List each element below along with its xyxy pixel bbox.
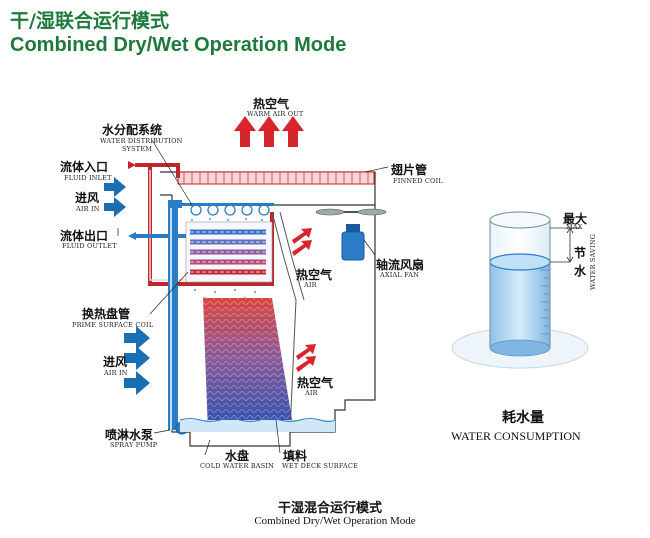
max-label-en: MAX [566,223,583,231]
caption-en: Combined Dry/Wet Operation Mode [254,515,416,527]
air-in-bottom-arrows [124,326,150,395]
warm-air-out-label-en: WARM AIR OUT [247,110,304,118]
page-title-cn: 干/湿联合运行模式 [10,10,169,32]
water-saving-label-cn2: 水 [574,264,587,278]
wet-deck-fill [203,298,294,432]
cold-water-basin-label-cn: 水盘 [225,449,250,463]
water-saving-label-en: WATER SAVING [589,233,597,290]
max-label-cn: 最大 [563,212,588,226]
finned-coil [177,171,375,185]
internal-air-arrows [292,228,316,372]
inner-drift-panel [271,211,305,433]
fluid-outlet-label-cn: 流体出口 [60,229,109,243]
wet-deck-label-en: WET DECK SURFACE [282,462,359,470]
wet-deck-label-cn: 填料 [283,449,308,463]
prime-surface-coil [185,221,273,283]
finned-coil-label-en: FINNED COIL [393,177,443,185]
fluid-outlet-label-en: FLUID OUTLET [62,242,117,250]
spray-pump-label-cn: 喷淋水泵 [105,428,154,442]
water-consumption-title-cn: 耗水量 [502,410,544,426]
air-lower-label-en: AIR [305,389,318,397]
air-in-top-arrows [104,177,126,217]
air-in-top-label-cn: 进风 [75,191,100,205]
leader-lines [117,139,389,456]
caption-cn: 干湿混合运行模式 [277,501,382,516]
finned-coil-label-cn: 翅片管 [391,163,428,177]
air-in-bottom-label-cn: 进风 [103,355,128,369]
prime-surface-coil-label-cn: 换热盘管 [82,307,131,321]
fluid-inlet-arrow-head [128,161,136,169]
fluid-outlet-arrow-head [128,232,136,240]
water-cylinder [451,211,589,369]
cold-water-basin-water [179,418,336,432]
axial-fan [315,208,387,261]
water-consumption-title-en: WATER CONSUMPTION [451,429,581,443]
page-title-en: Combined Dry/Wet Operation Mode [10,34,347,56]
air-upper-label-cn: 热空气 [296,268,333,282]
water-saving-label-cn1: 节 [574,246,587,260]
cold-water-basin-label-en: COLD WATER BASIN [200,462,275,470]
water-distribution-label-cn: 水分配系统 [102,123,163,137]
air-in-top-label-en: AIR IN [76,205,100,213]
warm-air-out-arrows [234,116,304,147]
warm-air-out-label-cn: 热空气 [253,97,290,111]
fluid-inlet-label-en: FLUID INLET [64,174,112,182]
fluid-inlet-label-cn: 流体入口 [60,160,109,174]
water-distribution-label-en2: SYSTEM [122,145,153,153]
air-lower-label-cn: 热空气 [297,376,334,390]
air-in-bottom-label-en: AIR IN [104,369,128,377]
spray-pump-label-en: SPRAY PUMP [110,441,158,449]
water-distribution-label-en1: WATER DISTRIBUTION [100,137,183,145]
axial-fan-label-en: AXIAL FAN [380,271,420,279]
axial-fan-label-cn: 轴流风扇 [376,258,425,272]
water-distribution-nozzles [190,204,270,216]
air-upper-label-en: AIR [304,281,317,289]
prime-surface-coil-label-en: PRIME SURFACE COIL [72,321,154,329]
